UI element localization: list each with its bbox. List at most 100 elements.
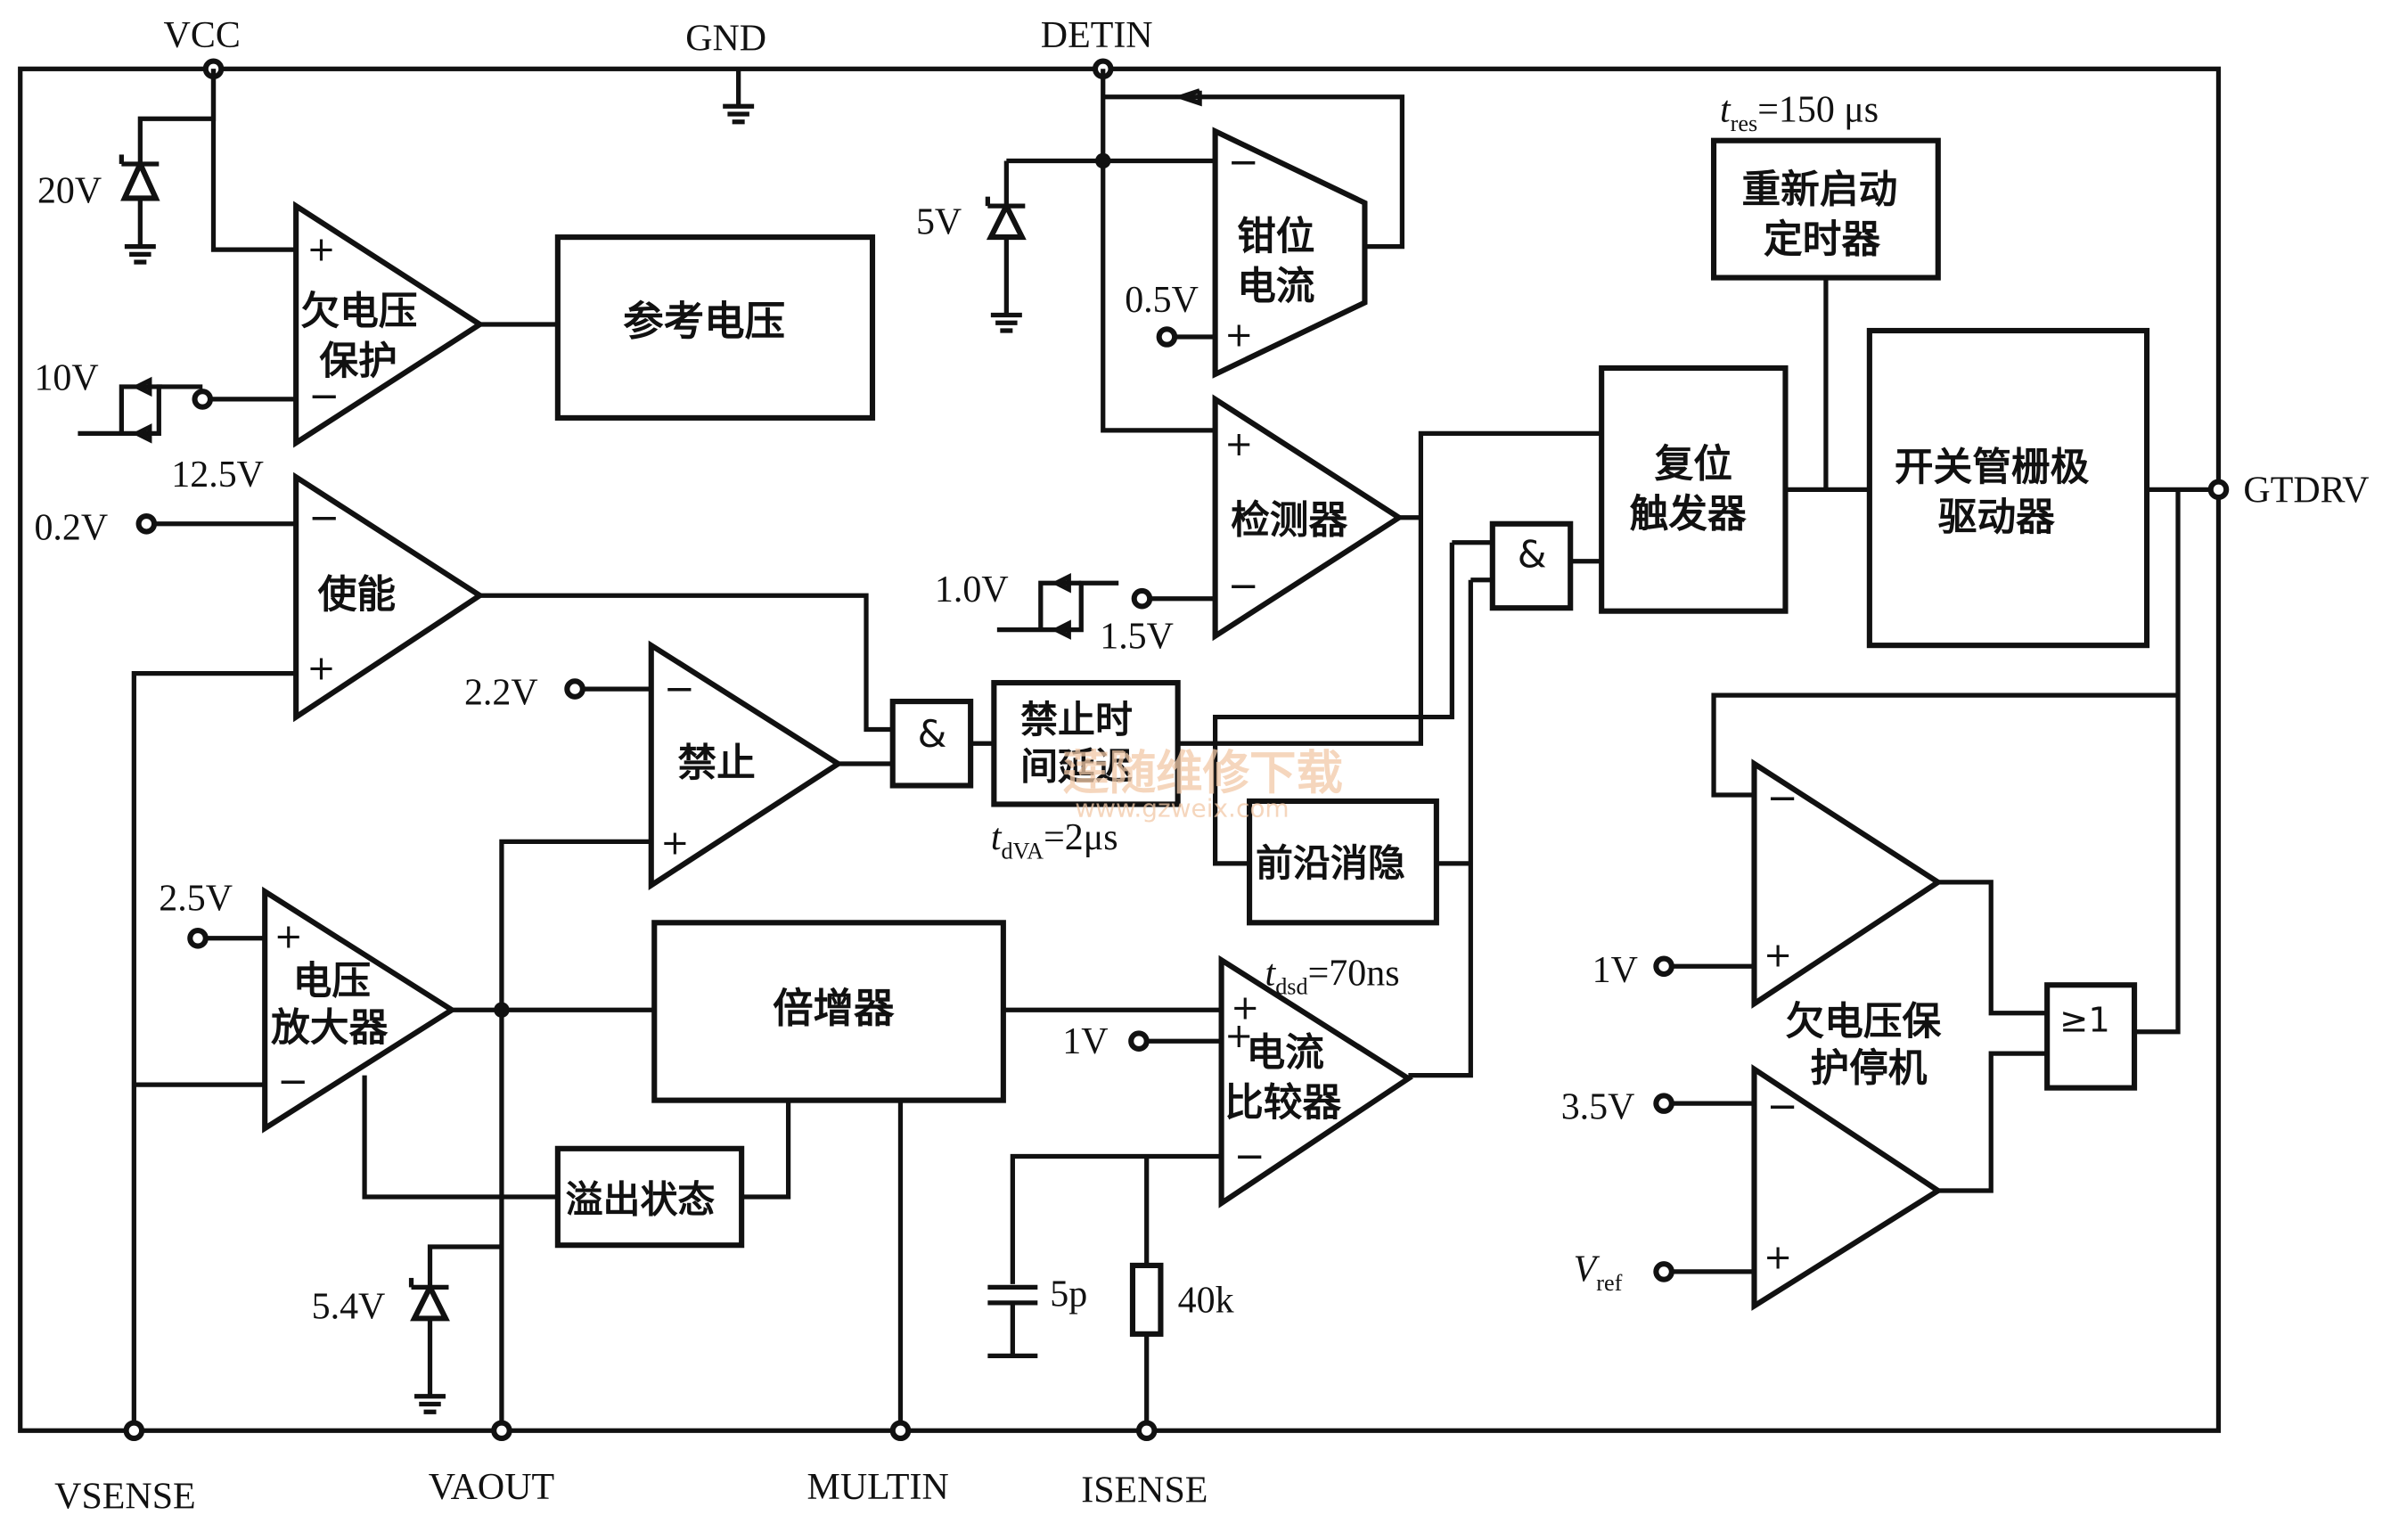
gnd-ground-symbol	[723, 69, 755, 125]
and-gate-2-label: &	[1518, 533, 1547, 577]
enable-comparator	[293, 471, 486, 723]
enable-minus-sign: −	[308, 496, 340, 539]
watermark-text: 莲随维修下载	[1062, 746, 1343, 800]
label-2-5v: 2.5V	[159, 878, 233, 919]
label-3-5v: 3.5V	[1561, 1087, 1635, 1128]
pin-2-5v	[187, 928, 209, 949]
detin-pin-label: DETIN	[1041, 15, 1153, 56]
gtdrv-pin	[2207, 479, 2230, 501]
or-gate	[2044, 982, 2138, 1091]
label-1-5v: 1.5V	[1100, 617, 1174, 658]
gate-driver-label-2: 驱动器	[1938, 495, 2055, 540]
inhibit-plus-sign: +	[660, 823, 689, 863]
current-comparator	[1218, 954, 1414, 1208]
label-0-5v: 0.5V	[1125, 280, 1199, 321]
inhibit-delay-block	[991, 680, 1181, 807]
uvlo-minus-sign: −	[308, 373, 340, 417]
label-12-5v: 12.5V	[171, 455, 264, 496]
overflow-state-label: 溢出状态	[566, 1177, 716, 1221]
capacitor-5p	[987, 1284, 1038, 1358]
hysteresis-source-10v	[78, 376, 203, 444]
watermark-url: www.gzweix.com	[1075, 793, 1289, 823]
clamp-minus-sign: −	[1228, 140, 1259, 184]
vsense-pin	[123, 1420, 145, 1442]
label-0-2v: 0.2V	[34, 507, 108, 548]
leading-edge-blanking-block	[1247, 798, 1439, 926]
uv-shutdown-comparator-1	[1751, 758, 1944, 1009]
label-2-2v: 2.2V	[464, 673, 538, 714]
clamp-label-1: 钳位	[1237, 214, 1314, 259]
uv-comp-1-minus-sign: −	[1766, 775, 1797, 819]
tres-label: tres=150 μs	[1720, 90, 1879, 136]
restart-timer-label-2: 定时器	[1764, 217, 1880, 263]
voltage-amplifier	[262, 886, 457, 1134]
clamp-plus-sign: +	[1224, 315, 1253, 355]
label-10v: 10V	[34, 357, 98, 398]
multin-pin	[889, 1420, 912, 1442]
gnd-pin-label: GND	[685, 18, 766, 59]
uvlo-comparator	[293, 201, 486, 448]
uv-comp-2-plus-sign: +	[1764, 1237, 1792, 1277]
inhibit-label: 禁止	[677, 741, 755, 786]
detector-minus-sign: −	[1228, 564, 1259, 608]
restart-timer-block	[1710, 137, 1941, 281]
pin-1v-uv	[1653, 955, 1674, 978]
inhibit-delay-label-1: 禁止时	[1020, 698, 1133, 741]
tdva-label: tdVA=2μs	[991, 817, 1118, 864]
reset-flipflop-label-1: 复位	[1655, 441, 1732, 487]
uv-shutdown-label-2: 护停机	[1810, 1046, 1927, 1092]
enable-label: 使能	[318, 572, 396, 618]
detector-comparator	[1212, 394, 1404, 642]
clamp-current-amp	[1212, 127, 1368, 379]
clamp-label-2: 电流	[1237, 264, 1314, 309]
reference-voltage-label: 参考电压	[623, 298, 785, 345]
capacitor-5p-label: 5p	[1050, 1274, 1087, 1315]
isense-pin-label: ISENSE	[1081, 1470, 1208, 1511]
enable-plus-sign: +	[307, 649, 335, 689]
resistor-40k-label: 40k	[1178, 1280, 1234, 1321]
restart-timer-label-1: 重新启动	[1742, 168, 1898, 213]
chip-border	[18, 66, 2222, 1433]
inhibit-comparator	[648, 640, 844, 891]
pin-10v	[192, 389, 214, 410]
inhibit-minus-sign: −	[664, 667, 695, 710]
current-comp-plus-sign-2: +	[1224, 1016, 1253, 1056]
detector-plus-sign: +	[1224, 424, 1253, 464]
multiplier-block	[651, 920, 1006, 1103]
tdsd-label: tdsd=70ns	[1265, 953, 1400, 999]
pin-1-5v	[1131, 587, 1153, 610]
zener-20v	[119, 69, 217, 265]
vref-label: Vref	[1574, 1249, 1623, 1295]
uvlo-plus-sign: +	[307, 229, 335, 269]
inhibit-delay-label-2: 间延迟	[1020, 744, 1133, 788]
reset-flipflop	[1599, 365, 1789, 614]
label-1v-comp: 1V	[1062, 1021, 1108, 1062]
current-comp-plus-sign-1: +	[1231, 988, 1259, 1028]
or-gate-label: ≥1	[2059, 1001, 2110, 1041]
multiplier-label: 倍增器	[773, 985, 895, 1032]
pin-vref	[1653, 1261, 1674, 1282]
and-gate-1-label: &	[918, 712, 947, 756]
voltage-amp-label-2: 放大器	[271, 1005, 388, 1051]
pin-3-5v	[1653, 1093, 1674, 1114]
uvlo-label-1: 欠电压	[300, 289, 417, 334]
reference-voltage-block	[554, 234, 876, 421]
zener-5v	[985, 160, 1027, 333]
overflow-state-block	[554, 1145, 745, 1249]
vcc-pin-label: VCC	[164, 15, 241, 56]
resistor-40k	[1129, 1262, 1164, 1337]
current-comp-label-2: 比较器	[1224, 1080, 1341, 1126]
uv-shutdown-label-1: 欠电压保	[1785, 999, 1942, 1044]
uv-comp-2-minus-sign: −	[1766, 1085, 1797, 1128]
gtdrv-pin-label: GTDRV	[2243, 470, 2369, 511]
uv-shutdown-comparator-2	[1751, 1063, 1944, 1311]
reset-flipflop-label-2: 触发器	[1630, 491, 1747, 537]
isense-pin	[1135, 1420, 1158, 1442]
detector-label: 检测器	[1231, 497, 1347, 543]
hysteresis-source-1v	[996, 572, 1119, 640]
uvlo-label-2: 保护	[319, 339, 397, 384]
vsense-pin-label: VSENSE	[54, 1477, 195, 1518]
current-comp-label-1: 电流	[1247, 1030, 1324, 1076]
gate-driver-label-1: 开关管栅极	[1895, 445, 2090, 490]
